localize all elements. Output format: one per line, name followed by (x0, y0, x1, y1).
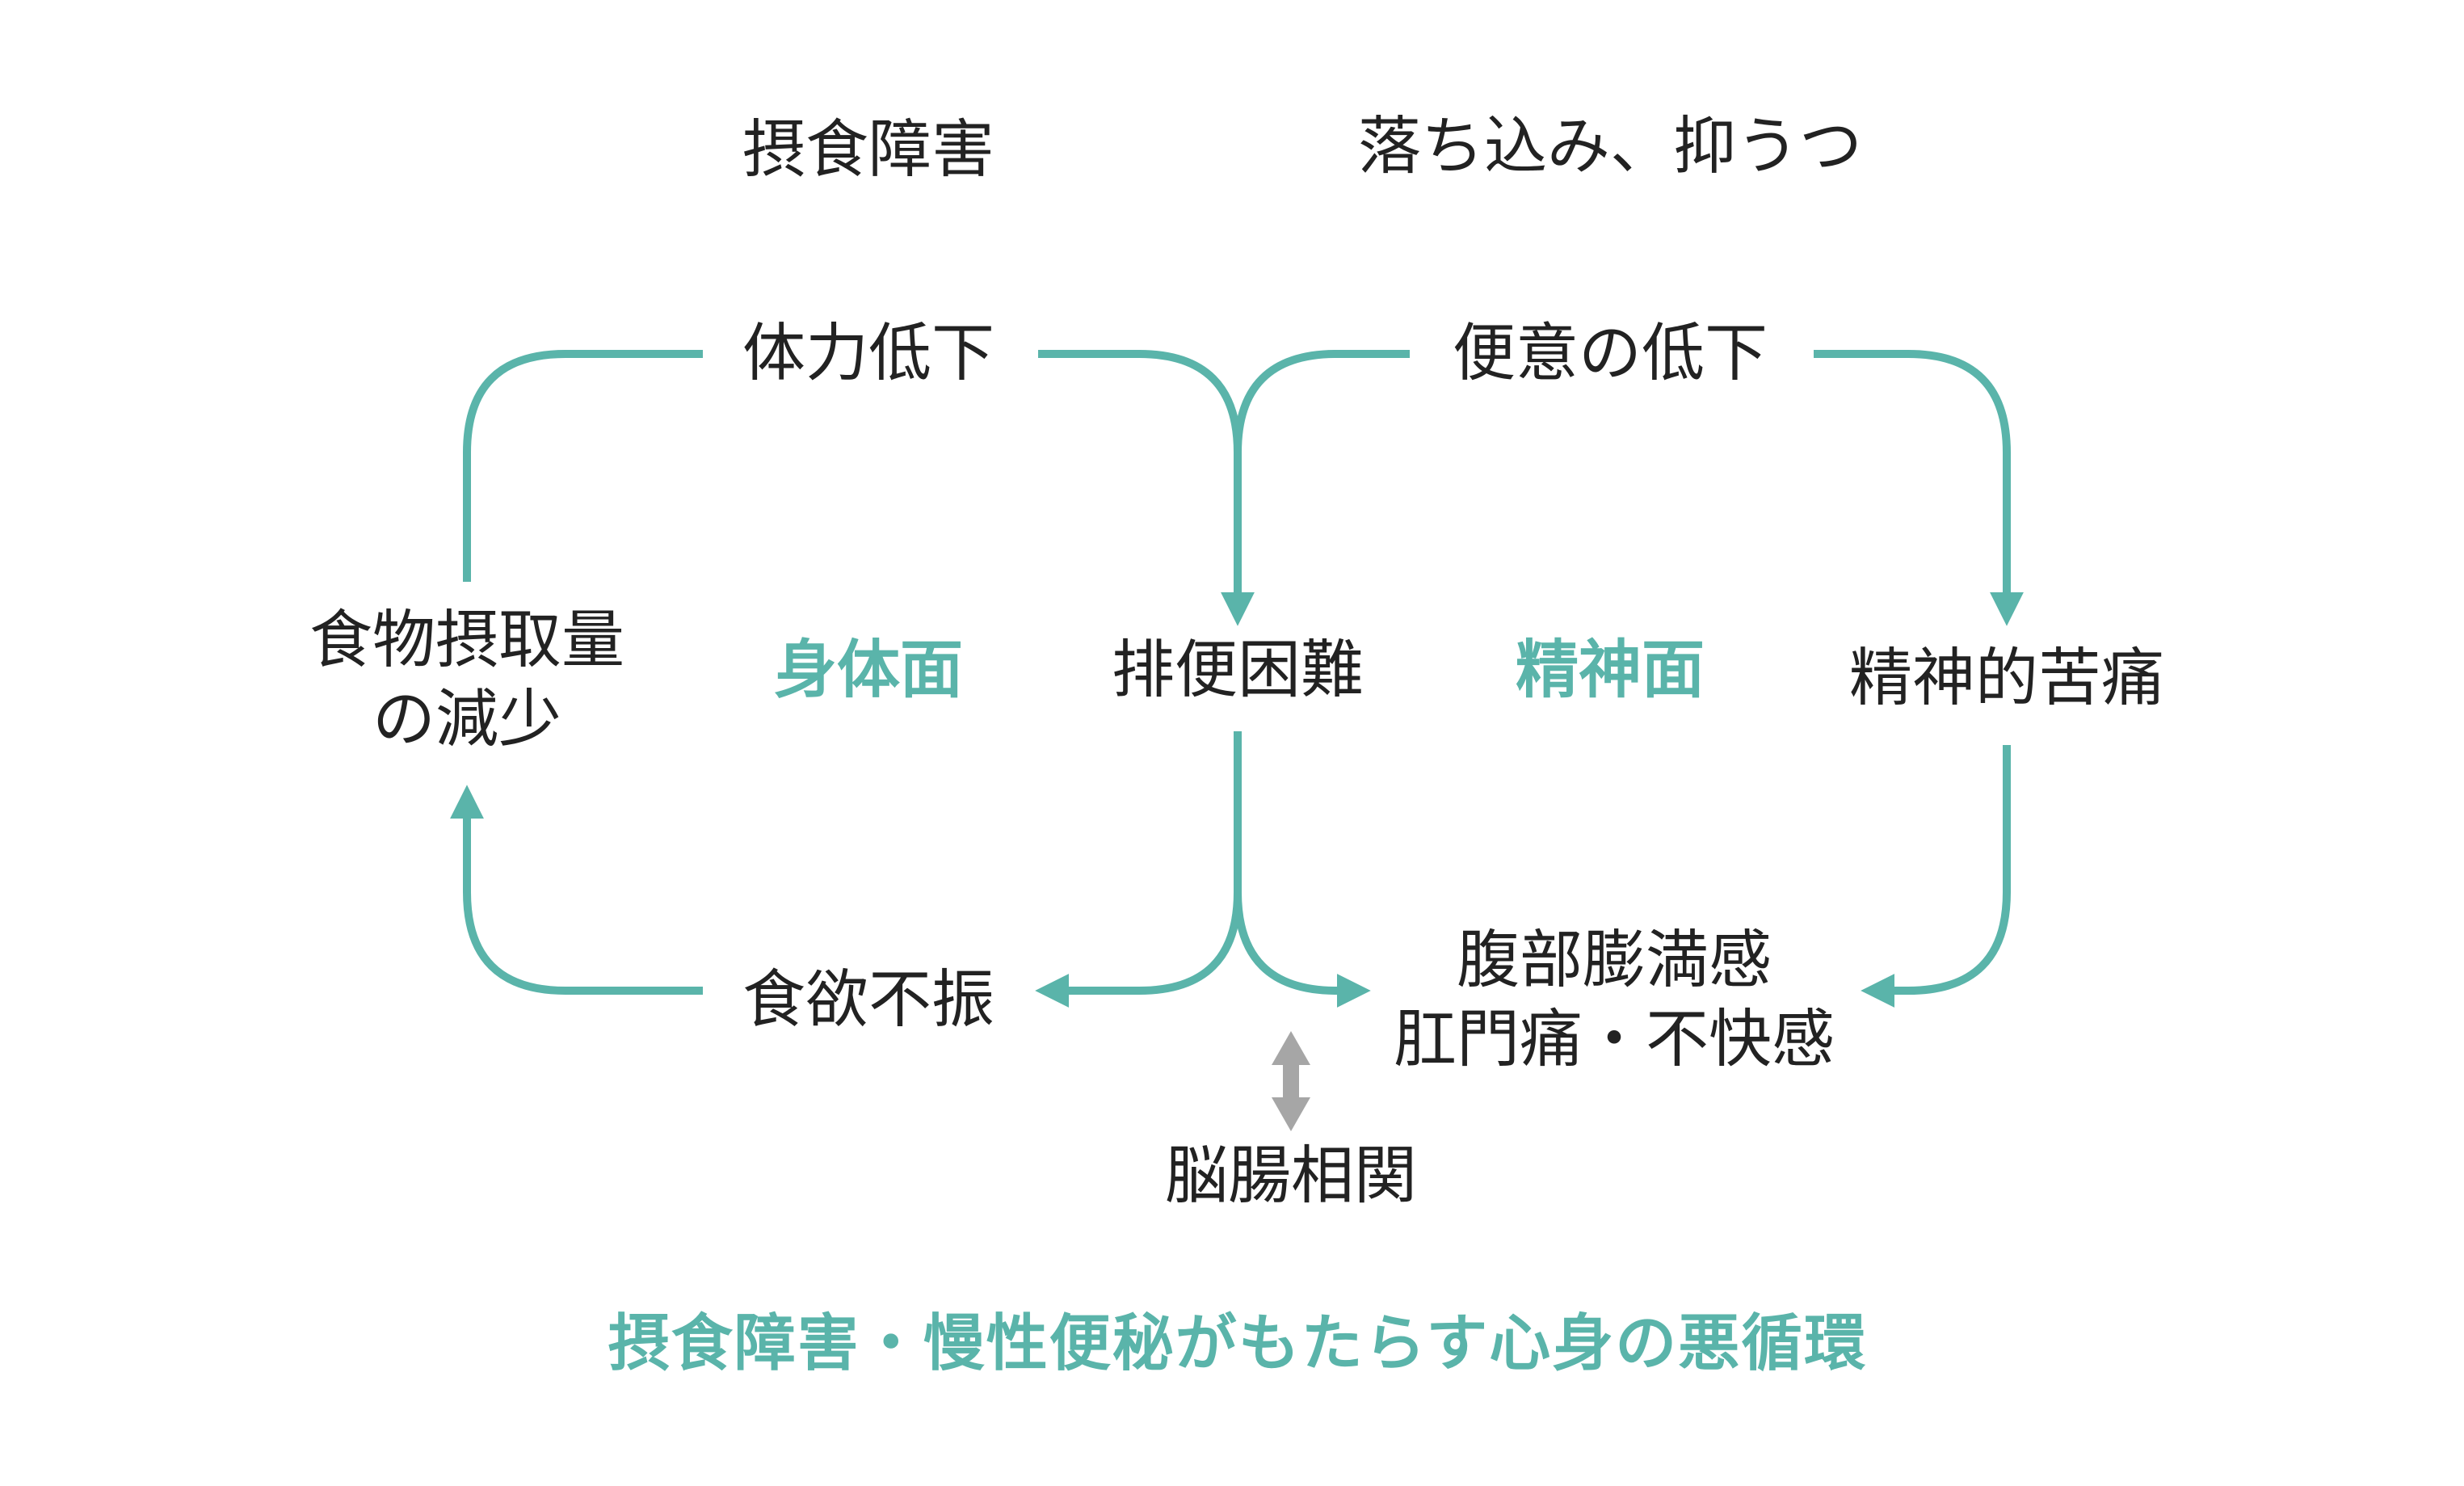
arrow-urge-to-difficulty (1234, 350, 1410, 453)
node-stamina-decline: 体力低下 (742, 317, 995, 390)
arrow-distress-to-abdominal (1861, 745, 2011, 1008)
arrow-stamina-to-intake (463, 350, 703, 582)
node-food-intake-decrease: 食物摂取量 の減少 (309, 602, 624, 760)
heading-depression: 落ち込み、抑うつ (1357, 110, 1863, 183)
arrow-stamina-to-difficulty (1038, 350, 1255, 626)
arrow-difficulty-to-abdominal (1234, 891, 1371, 1008)
arrow-urge-to-distress (1814, 350, 2024, 626)
node-food-intake-line1: 食物摂取量 (309, 604, 625, 677)
label-physical-aspect: 身体面 (773, 634, 964, 707)
node-mental-distress: 精神的苦痛 (1848, 642, 2165, 715)
node-abdominal-line2: 肛門痛・不快感 (1393, 1003, 1835, 1076)
node-abdominal-line1: 腹部膨満感 (1456, 924, 1772, 997)
node-defecation-difficulty: 排便困難 (1111, 634, 1364, 707)
node-appetite-loss: 食欲不振 (742, 963, 995, 1037)
node-defecation-urge-decline: 便意の低下 (1452, 317, 1768, 390)
label-mental-aspect: 精神面 (1515, 634, 1705, 707)
arrow-difficulty-to-appetite (1035, 731, 1242, 1008)
node-gut-brain-correlation: 脳腸相関 (1164, 1139, 1418, 1213)
node-abdominal-discomfort: 腹部膨満感 肛門痛・不快感 (1394, 922, 1835, 1080)
heading-eating-disorder: 摂食障害 (742, 113, 995, 187)
diagram-caption: 摂食障害・慢性便秘がもたらす心身の悪循環 (608, 1307, 1868, 1379)
gut-brain-double-arrow (1272, 1031, 1310, 1131)
arrow-appetite-to-intake (450, 785, 703, 995)
node-food-intake-line2: の減少 (372, 683, 562, 756)
